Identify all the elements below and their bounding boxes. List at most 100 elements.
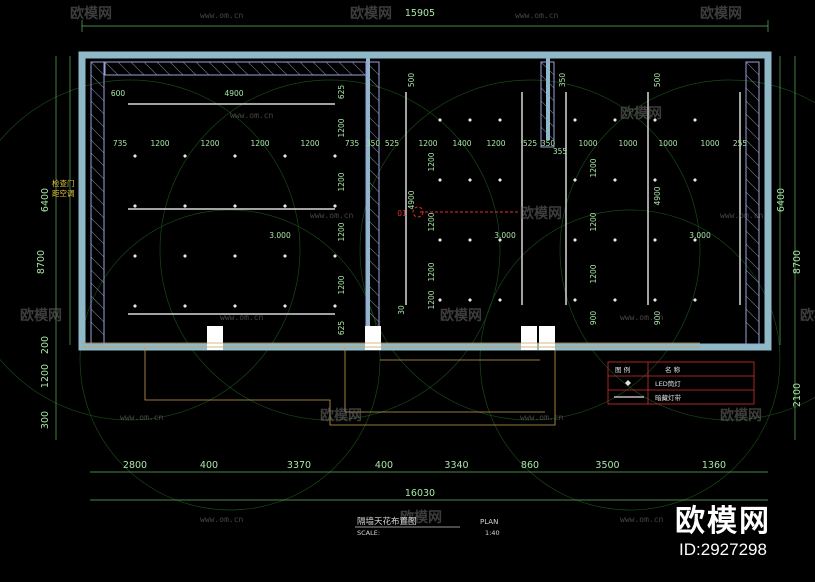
downlight-icon	[438, 178, 442, 182]
downlight-icon	[133, 154, 137, 158]
drawing-title: 隔墙天花布置图	[357, 516, 417, 527]
downlights	[133, 118, 697, 308]
room3-v-dim: 500	[653, 73, 662, 88]
room1-note-line2: 距空调	[52, 188, 75, 198]
downlight-icon	[333, 304, 337, 308]
brand-id: ID:2927298	[679, 540, 767, 559]
downlight-icon	[183, 304, 187, 308]
door-blocks	[207, 326, 555, 350]
watermark-brand: 欧模网	[800, 307, 815, 324]
bottom-seg-dim: 3500	[595, 460, 619, 471]
watermark-brand: 欧模网	[70, 5, 112, 22]
room1-v-dim: 625	[337, 321, 346, 336]
row-a-dim: 735	[345, 139, 360, 148]
room3-v-dim: 4900	[653, 186, 662, 205]
watermarks: 欧模网 www.om.cn 欧模网 www.om.cn 欧模网 www.om.cn 欧模网 w…	[20, 5, 815, 526]
row-c-dim: 1000	[658, 139, 677, 148]
row-c-dim: 355	[553, 147, 568, 156]
watermark-brand: 欧模网	[440, 307, 482, 324]
row-b-dim: 525	[523, 139, 538, 148]
bottom-seg-dim: 1360	[702, 460, 726, 471]
bottom-seg-dim: 400	[200, 460, 218, 471]
room2-v-dim: 1200	[427, 152, 436, 171]
downlight-icon	[573, 298, 577, 302]
threshold-lines	[82, 342, 700, 426]
downlight-icon	[498, 298, 502, 302]
row-c-dim: 1000	[700, 139, 719, 148]
downlight-icon	[283, 254, 287, 258]
row-a-dim: 1200	[200, 139, 219, 148]
watermark-brand: 欧模网	[350, 5, 392, 22]
downlight-icon	[693, 178, 697, 182]
row-a-dim: 1200	[250, 139, 269, 148]
row-b-dim: 1200	[418, 139, 437, 148]
room2-v-dim: 1200	[427, 290, 436, 309]
watermark-url: www.om.cn	[520, 413, 564, 422]
downlight-icon	[438, 118, 442, 122]
watermark-brand: 欧模网	[520, 205, 562, 222]
downlight-icon	[498, 238, 502, 242]
room2-v-dim: 30	[397, 305, 406, 315]
diamond-icon	[625, 380, 631, 386]
bottom-seg-dim: 3340	[444, 460, 468, 471]
truss-structures	[90, 61, 760, 345]
plan-label: PLAN	[480, 518, 498, 526]
room1-v-dim: 1200	[337, 222, 346, 241]
downlight-icon	[653, 238, 657, 242]
ceiling-level: 3.000	[269, 231, 291, 240]
downlight-icon	[283, 204, 287, 208]
scale-label: SCALE:	[357, 529, 380, 537]
downlight-icon	[133, 254, 137, 258]
section-marker: 01	[397, 209, 407, 218]
brand-badge: 欧模网 ID:2927298	[653, 505, 793, 560]
room3-v-dim: 900	[653, 311, 662, 326]
legend-row-1-name: LED筒灯	[655, 379, 681, 388]
downlight-icon	[233, 154, 237, 158]
outer-wall	[78, 51, 772, 351]
downlight-icon	[333, 204, 337, 208]
downlight-icon	[283, 304, 287, 308]
downlight-icon	[183, 254, 187, 258]
top-total-dim: 15905	[405, 8, 435, 19]
downlight-icon	[653, 178, 657, 182]
watermark-url: www.om.cn	[230, 111, 274, 120]
right-dim: 6400	[776, 188, 787, 212]
downlight-icon	[468, 178, 472, 182]
left-dim: 300	[40, 411, 51, 429]
room3-v-dim: 350	[558, 73, 567, 88]
watermark-brand: 欧模网	[320, 407, 362, 424]
room2-v-dim: 500	[407, 73, 416, 88]
downlight-icon	[233, 204, 237, 208]
downlight-icon	[468, 298, 472, 302]
room1-v-dim: 600	[111, 89, 126, 98]
watermark-brand: 欧模网	[620, 105, 662, 122]
row-b-dim: 525	[385, 139, 400, 148]
row-a-dim: 1200	[150, 139, 169, 148]
row-a-dim: 1200	[300, 139, 319, 148]
ceiling-level: 3.000	[494, 231, 516, 240]
watermark-brand: 欧模网	[20, 307, 62, 324]
room3-v-dim: 1200	[589, 158, 598, 177]
watermark-url: www.om.cn	[515, 11, 559, 20]
downlight-icon	[573, 238, 577, 242]
room1-v-dim: 625	[337, 85, 346, 100]
red-marker-line	[412, 206, 520, 218]
room1-note-line1: 检查门	[52, 178, 75, 188]
ceiling-level: 3.000	[689, 231, 711, 240]
watermark-url: www.om.cn	[200, 11, 244, 20]
downlight-icon	[573, 118, 577, 122]
watermark-brand: 欧模网	[700, 5, 742, 22]
downlight-icon	[613, 118, 617, 122]
dimension-lines	[55, 20, 796, 501]
watermark-url: www.om.cn	[620, 313, 664, 322]
watermark-brand: 欧模网	[720, 407, 762, 424]
partition-walls	[366, 58, 550, 345]
left-dim: 8700	[36, 250, 47, 274]
downlight-icon	[613, 298, 617, 302]
downlight-icon	[613, 178, 617, 182]
watermark-url: www.om.cn	[120, 413, 164, 422]
right-dim: 2100	[792, 383, 803, 407]
row-a-dim: 735	[113, 139, 128, 148]
room3-v-dim: 900	[589, 311, 598, 326]
